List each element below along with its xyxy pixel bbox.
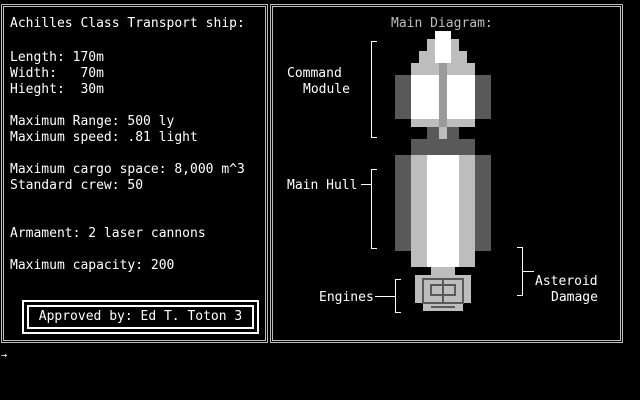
diagram-title: Main Diagram: bbox=[391, 16, 493, 31]
damage-connector bbox=[522, 271, 534, 272]
diagram-panel: Main Diagram: Command Module Main Hull E… bbox=[270, 4, 623, 343]
spec-range: Maximum Range: 500 ly bbox=[10, 114, 175, 129]
approval-box-inner-frame bbox=[27, 305, 254, 329]
spec-height: Hieght: 30m bbox=[10, 82, 104, 97]
command-prompt-arrow: → bbox=[1, 350, 8, 361]
command-left-edge bbox=[395, 75, 411, 119]
spec-cargo: Maximum cargo space: 8,000 m^3 bbox=[10, 162, 245, 177]
main-hull-connector bbox=[361, 184, 371, 185]
command-bracket bbox=[371, 41, 377, 138]
specs-panel: Achilles Class Transport ship: Length: 1… bbox=[1, 4, 268, 343]
hull-core bbox=[427, 155, 459, 267]
label-command-line2: Module bbox=[303, 82, 350, 97]
label-main-hull: Main Hull bbox=[287, 178, 358, 193]
label-engines: Engines bbox=[319, 290, 374, 305]
spec-capacity: Maximum capacity: 200 bbox=[10, 258, 175, 273]
spec-width: Width: 70m bbox=[10, 66, 104, 81]
main-hull bbox=[395, 139, 491, 267]
command-module bbox=[395, 31, 491, 139]
command-left-panel bbox=[411, 75, 439, 119]
label-damage-line2: Damage bbox=[551, 290, 598, 305]
engines-connector bbox=[375, 296, 395, 297]
hull-top-shoulder bbox=[411, 139, 475, 155]
label-damage-line1: Asteroid bbox=[535, 274, 598, 289]
spec-armament: Armament: 2 laser cannons bbox=[10, 226, 206, 241]
engines-bracket bbox=[395, 279, 401, 313]
command-right-panel bbox=[447, 75, 475, 119]
engines bbox=[415, 267, 471, 311]
nose-tip bbox=[435, 31, 451, 39]
spec-crew: Standard crew: 50 bbox=[10, 178, 144, 193]
spec-speed: Maximum speed: .81 light bbox=[10, 130, 198, 145]
command-spine bbox=[439, 63, 447, 127]
ship-title: Achilles Class Transport ship: bbox=[10, 16, 245, 31]
spec-length: Length: 170m bbox=[10, 50, 104, 65]
nose-spine bbox=[435, 39, 451, 63]
main-hull-bracket bbox=[371, 169, 377, 249]
approval-label: Approved by: Ed T. Toton 3 bbox=[38, 309, 243, 324]
label-command-line1: Command bbox=[287, 66, 342, 81]
command-right-edge bbox=[475, 75, 491, 119]
command-neck-core bbox=[439, 127, 447, 139]
approval-box: Approved by: Ed T. Toton 3 bbox=[22, 300, 259, 334]
engine-coupler bbox=[431, 267, 455, 275]
ship-diagram bbox=[395, 31, 491, 311]
